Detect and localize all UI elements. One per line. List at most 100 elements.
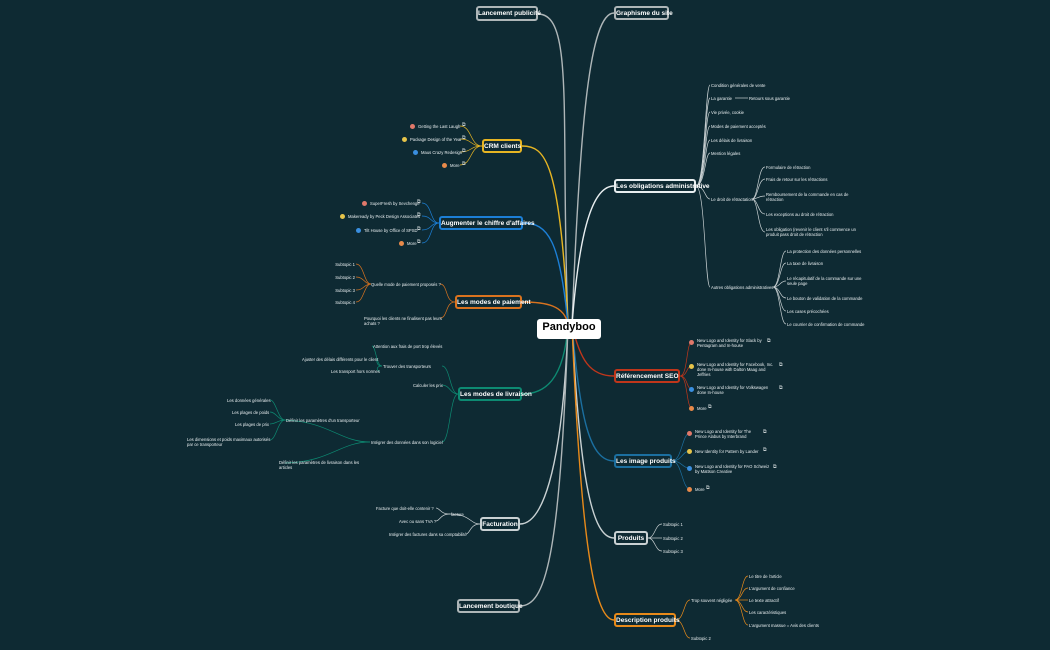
topic-lancement-publicite[interactable]: Lancement publicité — [476, 6, 541, 21]
obligation-item[interactable]: Vie privée, cookie — [711, 110, 744, 115]
external-link-icon[interactable]: ⧉ — [767, 338, 771, 344]
paiement-subtopic[interactable]: Subtopic 4 — [335, 300, 355, 305]
livraison-definir-livraison[interactable]: Définir les paramètres de livraison dans… — [279, 460, 360, 470]
livraison-transport[interactable]: Les transport hors normes — [331, 369, 380, 374]
topic-augmenter-ca[interactable]: Augmenter le chiffre d'affaires — [439, 216, 535, 230]
retractation-item[interactable]: Les exceptions au droit de rétraction — [766, 212, 834, 217]
crm-item[interactable]: Package Design of the Year — [410, 137, 462, 142]
item-icon — [362, 201, 367, 206]
retractation-item[interactable]: Formulaire de rétraction — [766, 165, 811, 170]
topic-crm-clients[interactable]: CRM clients — [482, 139, 522, 153]
retractation-item[interactable]: Frais de retour sur les rétractions — [766, 177, 828, 182]
seo-item[interactable]: More — [697, 406, 707, 411]
livraison-param[interactable]: Les plages de poids — [232, 410, 270, 415]
external-link-icon[interactable]: ⧉ — [779, 362, 783, 368]
images-item[interactable]: New Logo and Identity for The Prince Ala… — [695, 429, 752, 439]
obligation-item[interactable]: La garantie — [711, 96, 732, 101]
topic-graphisme[interactable]: Graphisme du site — [614, 6, 673, 20]
topic-seo[interactable]: Référencement SEO — [614, 369, 680, 383]
obligation-item[interactable]: Les délais de livraison — [711, 138, 753, 143]
description-item[interactable]: L'argument massue = Avis des clients — [749, 623, 819, 628]
external-link-icon[interactable]: ⧉ — [417, 199, 421, 205]
obligation-item[interactable]: Modes de paiement acceptés — [711, 124, 766, 129]
description-item[interactable]: Le texte attractif — [749, 598, 779, 603]
facturation-integrer[interactable]: Intégrer des factures dans sa comptabili… — [389, 532, 467, 537]
produits-subtopic[interactable]: Subtopic 3 — [663, 549, 683, 554]
autres-item[interactable]: Le courrier de confirmation de commande — [787, 322, 865, 327]
external-link-icon[interactable]: ⧉ — [462, 148, 466, 154]
livraison-ajuster[interactable]: Ajuster des délais différents pour le cl… — [302, 357, 379, 362]
obligation-item[interactable]: Mention légales — [711, 151, 741, 156]
retractation-item[interactable]: Les obligation (revenir le client s'il c… — [766, 227, 856, 237]
autres-item[interactable]: La taxe de livraison — [787, 261, 824, 266]
livraison-param[interactable]: Les plages de prix — [235, 422, 269, 427]
livraison-integrer[interactable]: Intégrer des données dans son logiciel — [371, 440, 443, 445]
paiement-subtopic[interactable]: Subtopic 3 — [335, 288, 355, 293]
retractation-item[interactable]: Remboursement de la commande en cas de r… — [766, 192, 849, 202]
external-link-icon[interactable]: ⧉ — [706, 485, 710, 491]
topic-description-produits[interactable]: Description produits — [614, 613, 680, 627]
topic-modes-livraison[interactable]: Les modes de livraison — [458, 387, 532, 401]
seo-item[interactable]: New Logo and Identity for Volkswagen don… — [697, 385, 769, 395]
seo-item[interactable]: New Logo and Identity for Facebook, Inc.… — [697, 362, 774, 377]
obligation-item[interactable]: Condition générales de vente — [711, 83, 766, 88]
livraison-calculer[interactable]: Calculer les prix — [413, 383, 443, 388]
external-link-icon[interactable]: ⧉ — [779, 385, 783, 391]
central-topic[interactable]: Pandyboo — [537, 319, 601, 339]
livraison-trouver[interactable]: Trouver des transporteurs — [383, 364, 432, 369]
topic-obligations[interactable]: Les obligations administrative — [614, 179, 710, 193]
topic-modes-paiement[interactable]: Les modes de paiement — [455, 295, 531, 309]
obligation-garantie-retour[interactable]: Retours sous garantie — [749, 96, 790, 101]
images-item[interactable]: More — [695, 487, 705, 492]
branch-graphisme — [571, 12, 615, 326]
paiement-question[interactable]: Quelle mode de paiement proposés ? — [371, 282, 441, 287]
topic-facturation[interactable]: Facturation — [480, 517, 520, 531]
external-link-icon[interactable]: ⧉ — [417, 239, 421, 245]
external-link-icon[interactable]: ⧉ — [462, 161, 466, 167]
autres-item[interactable]: Le bouton de validation de la commande — [787, 296, 863, 301]
images-item[interactable]: New Logo and Identity for PAO Schweiz by… — [695, 464, 770, 474]
topic-lancement-boutique[interactable]: Lancement boutique — [457, 599, 523, 613]
crm-item[interactable]: More — [450, 163, 460, 168]
external-link-icon[interactable]: ⧉ — [773, 464, 777, 470]
description-item[interactable]: Le titre de l'article — [749, 574, 782, 579]
facturation-item[interactable]: Facture que doit-elle contenir ? — [376, 506, 434, 511]
livraison-definir-transporteur[interactable]: Définir les paramètres d'un transporteur — [286, 418, 360, 423]
description-item[interactable]: Les caractéristiques — [749, 610, 787, 615]
external-link-icon[interactable]: ⧉ — [763, 447, 767, 453]
facturation-facture[interactable]: facture — [451, 512, 464, 517]
obligation-droit-retractation[interactable]: Le droit de rétractation — [711, 197, 753, 202]
external-link-icon[interactable]: ⧉ — [763, 429, 767, 435]
augmenter-item[interactable]: SuperFresh by Sevchenge — [370, 201, 420, 206]
external-link-icon[interactable]: ⧉ — [462, 122, 466, 128]
autres-item[interactable]: La protection des données personnelles — [787, 249, 862, 254]
augmenter-item[interactable]: More — [407, 241, 417, 246]
description-subtopic[interactable]: Subtopic 2 — [691, 636, 711, 641]
produits-subtopic[interactable]: Subtopic 1 — [663, 522, 683, 527]
autres-item[interactable]: Les cases précochées — [787, 309, 829, 314]
augmenter-item[interactable]: Makeready by Peck Design Associates — [348, 214, 421, 219]
livraison-param[interactable]: Les données générales — [227, 398, 271, 403]
external-link-icon[interactable]: ⧉ — [462, 135, 466, 141]
external-link-icon[interactable]: ⧉ — [417, 212, 421, 218]
external-link-icon[interactable]: ⧉ — [417, 226, 421, 232]
paiement-note[interactable]: Pourquoi les clients ne finalisent pas l… — [364, 316, 442, 326]
produits-subtopic[interactable]: Subtopic 2 — [663, 536, 683, 541]
description-item[interactable]: L'argument de confiance — [749, 586, 795, 591]
autres-item[interactable]: Le récapitulatif de la commande sur une … — [787, 276, 862, 286]
facturation-item[interactable]: Avec ou sans TVA ? — [399, 519, 437, 524]
seo-item[interactable]: New Logo and Identity for Slack by Penta… — [697, 338, 762, 348]
livraison-param[interactable]: Les dimensions et poids maximaux autoris… — [187, 437, 271, 447]
external-link-icon[interactable]: ⧉ — [708, 404, 712, 410]
livraison-attention[interactable]: Attention aux frais de port trop élevés — [373, 344, 443, 349]
augmenter-item[interactable]: Tilt House by Office of SPSD — [364, 228, 418, 233]
description-trop[interactable]: Trop souvent négligée — [691, 598, 733, 603]
paiement-subtopic[interactable]: Subtopic 1 — [335, 262, 355, 267]
crm-item[interactable]: Getting the Last Laugh — [418, 124, 461, 129]
topic-images-produits[interactable]: Les image produits — [614, 454, 676, 468]
images-item[interactable]: New Identity for Pattern by Lander — [695, 449, 759, 454]
topic-produits[interactable]: Produits — [614, 531, 648, 545]
paiement-subtopic[interactable]: Subtopic 2 — [335, 275, 355, 280]
crm-item[interactable]: Maus Crazy Redesign — [421, 150, 463, 155]
obligation-autres[interactable]: Autres obligations administratives — [711, 285, 774, 290]
